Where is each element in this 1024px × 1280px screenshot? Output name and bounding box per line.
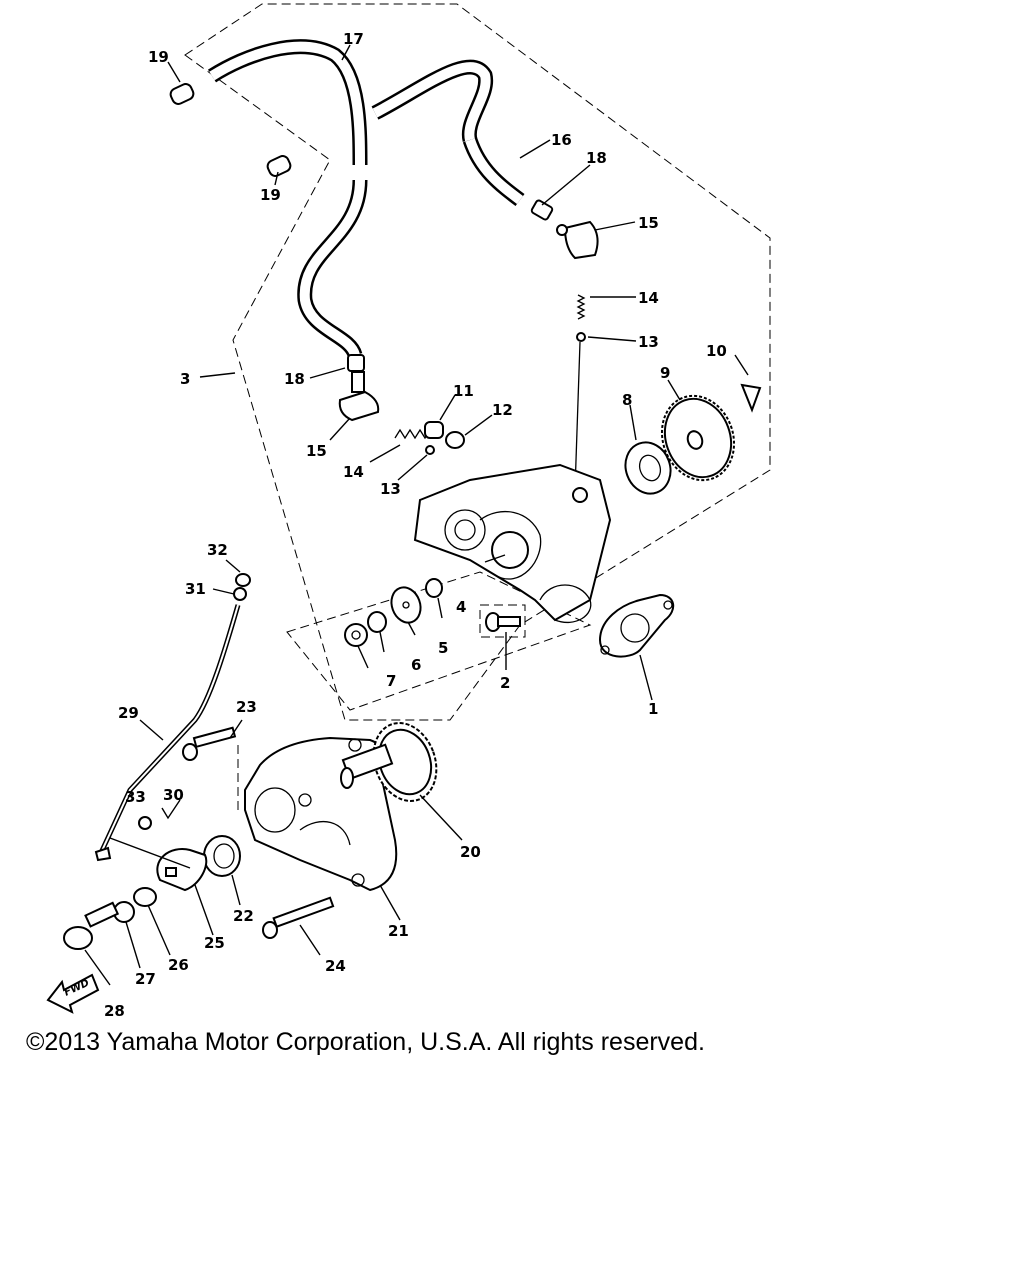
callout-2: 2 — [500, 674, 510, 692]
plug-11 — [424, 421, 444, 439]
fitting-31 — [233, 587, 247, 601]
callout-8: 8 — [622, 391, 632, 409]
oil-pump-exploded-diagram: FWD — [46, 3, 771, 1020]
cotter-pin-10 — [740, 383, 762, 413]
callout-19-lower: 19 — [260, 186, 281, 204]
callout-13-left: 13 — [380, 480, 401, 498]
callout-18-right: 18 — [586, 149, 607, 167]
oil-line-29-inner — [99, 604, 239, 856]
hose-17 — [207, 39, 368, 358]
bolt-2 — [485, 612, 521, 632]
callout-16: 16 — [551, 131, 572, 149]
hose-16 — [371, 59, 525, 206]
lever-plate-25 — [156, 848, 208, 892]
screw-28 — [63, 901, 120, 950]
bearing-8 — [624, 441, 672, 495]
callout-27: 27 — [135, 970, 156, 988]
pin-group-boundary — [286, 571, 592, 711]
check-ball-13-right — [576, 332, 586, 342]
callout-6: 6 — [411, 656, 421, 674]
callout-12: 12 — [492, 401, 513, 419]
spring-14-left — [394, 428, 431, 440]
callout-15-left: 15 — [306, 442, 327, 460]
spring-14-right — [576, 294, 586, 320]
hose-clip-19-top — [169, 83, 195, 105]
callout-24: 24 — [325, 957, 346, 975]
bolt-23 — [182, 726, 237, 761]
check-ball-13-left — [425, 445, 435, 455]
callout-25: 25 — [204, 934, 225, 952]
callout-29: 29 — [118, 704, 139, 722]
oil-seal-22 — [203, 835, 241, 877]
oil-line-end — [94, 846, 112, 862]
washer-6 — [367, 611, 387, 633]
callout-15-right: 15 — [638, 214, 659, 232]
washer-4 — [425, 578, 443, 598]
callout-26: 26 — [168, 956, 189, 974]
callout-numbers: 19 17 19 16 18 15 14 13 10 9 8 11 12 3 1… — [104, 30, 727, 1020]
bolt-group-boundary — [479, 604, 526, 638]
callout-5: 5 — [438, 639, 448, 657]
callout-14-right: 14 — [638, 289, 659, 307]
centerline — [574, 341, 581, 491]
callout-30: 30 — [163, 786, 184, 804]
callout-3: 3 — [180, 370, 190, 388]
callout-7: 7 — [386, 672, 396, 690]
nut-33 — [138, 816, 152, 830]
oil-pump-body — [413, 463, 612, 624]
callout-23: 23 — [236, 698, 257, 716]
callout-9: 9 — [660, 364, 670, 382]
callout-22: 22 — [233, 907, 254, 925]
collar-7 — [344, 623, 368, 647]
callout-33: 33 — [125, 788, 146, 806]
banjo-fitting-15-right — [556, 220, 599, 260]
washer-26 — [133, 887, 157, 907]
callout-11: 11 — [453, 382, 474, 400]
callout-14-left: 14 — [343, 463, 364, 481]
hose-joint-18-left — [347, 354, 365, 372]
gear-shaft-20 — [340, 722, 438, 802]
fwd-arrow-icon: FWD — [46, 973, 100, 1014]
callout-1: 1 — [648, 700, 658, 718]
bolt-24 — [262, 896, 335, 939]
hose-clip-19-lower — [266, 155, 292, 177]
callout-28: 28 — [104, 1002, 125, 1020]
callout-32: 32 — [207, 541, 228, 559]
callout-13-right: 13 — [638, 333, 659, 351]
callout-4: 4 — [456, 598, 466, 616]
callout-18-left: 18 — [284, 370, 305, 388]
callout-17: 17 — [343, 30, 364, 48]
drive-gear-9 — [660, 394, 736, 482]
callout-31: 31 — [185, 580, 206, 598]
callout-21: 21 — [388, 922, 409, 940]
plate-5 — [390, 586, 422, 624]
gasket-1 — [598, 593, 675, 658]
leader-lines — [84, 44, 749, 986]
nut-32 — [235, 573, 251, 587]
washer-12 — [445, 431, 465, 449]
clip-30 — [161, 799, 181, 820]
callout-10: 10 — [706, 342, 727, 360]
callout-20: 20 — [460, 843, 481, 861]
callout-19-top: 19 — [148, 48, 169, 66]
banjo-fitting-15-left — [338, 371, 380, 422]
copyright-notice: ©2013 Yamaha Motor Corporation, U.S.A. A… — [26, 1028, 705, 1056]
hose-joint-18-right — [530, 199, 554, 221]
